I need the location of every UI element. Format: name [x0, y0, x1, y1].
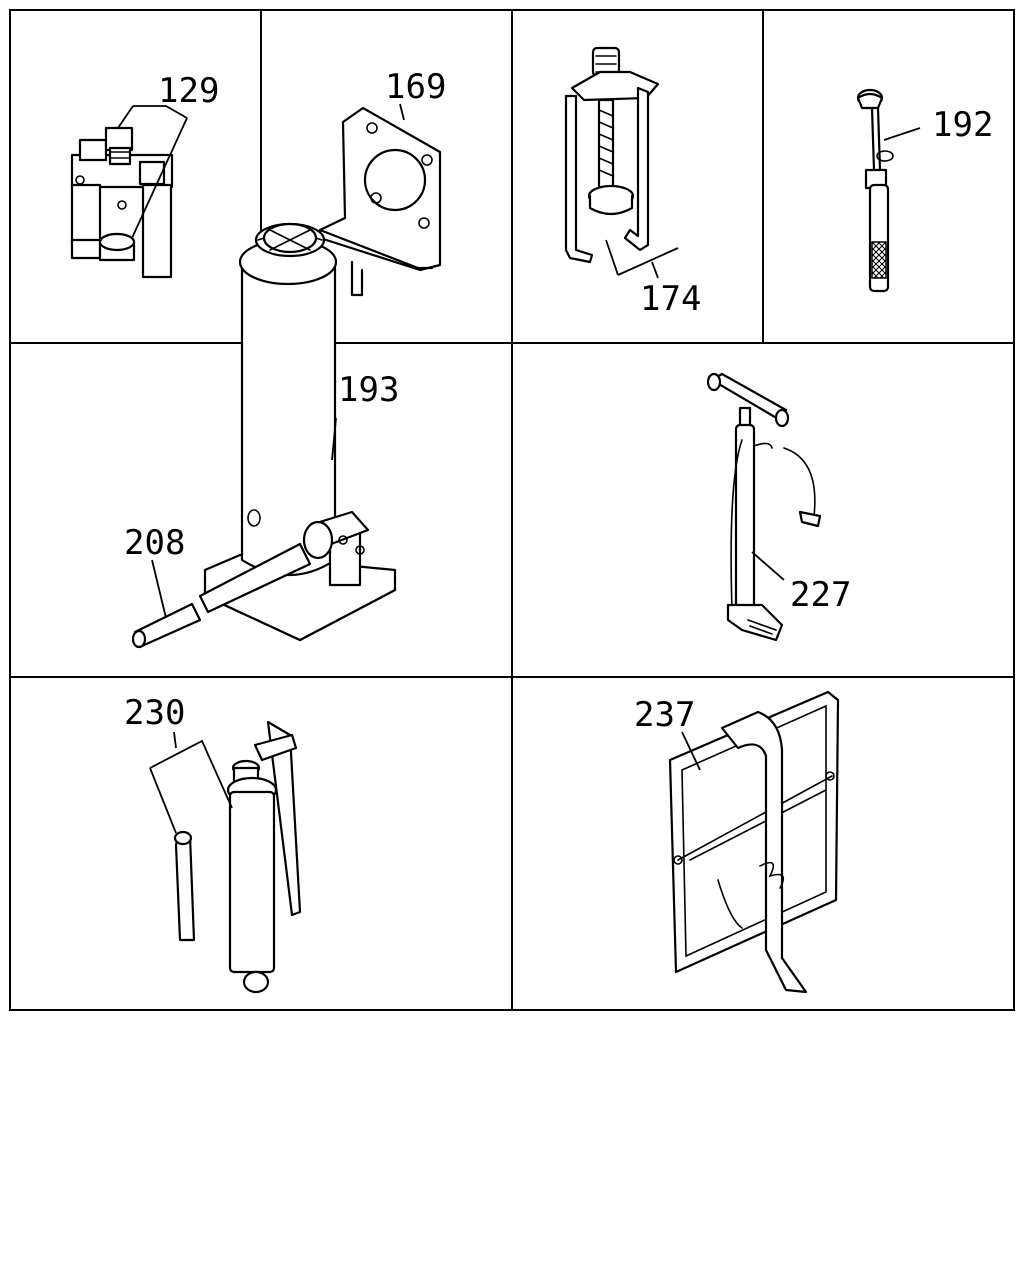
part-169-bracket [318, 103, 442, 297]
part-208-jack-handle [131, 542, 312, 649]
part-193-bottle-jack [203, 222, 397, 642]
part-129-puller [70, 105, 188, 279]
callout-174: 174 [640, 279, 701, 319]
callout-169: 169 [385, 67, 446, 107]
grid-frame [9, 9, 1015, 1011]
part-230-grease-gun [149, 720, 302, 994]
callout-237: 237 [634, 695, 695, 735]
part-192-gauge [856, 88, 921, 293]
callout-230: 230 [124, 693, 185, 733]
callout-208: 208 [124, 523, 185, 563]
part-237-tool-bag [668, 690, 840, 994]
callout-193: 193 [338, 370, 399, 410]
callout-129: 129 [158, 71, 219, 111]
callout-227: 227 [790, 575, 851, 615]
part-174-three-jaw-puller [564, 46, 679, 279]
part-227-hand-pump [706, 372, 822, 642]
callout-192: 192 [932, 105, 993, 145]
